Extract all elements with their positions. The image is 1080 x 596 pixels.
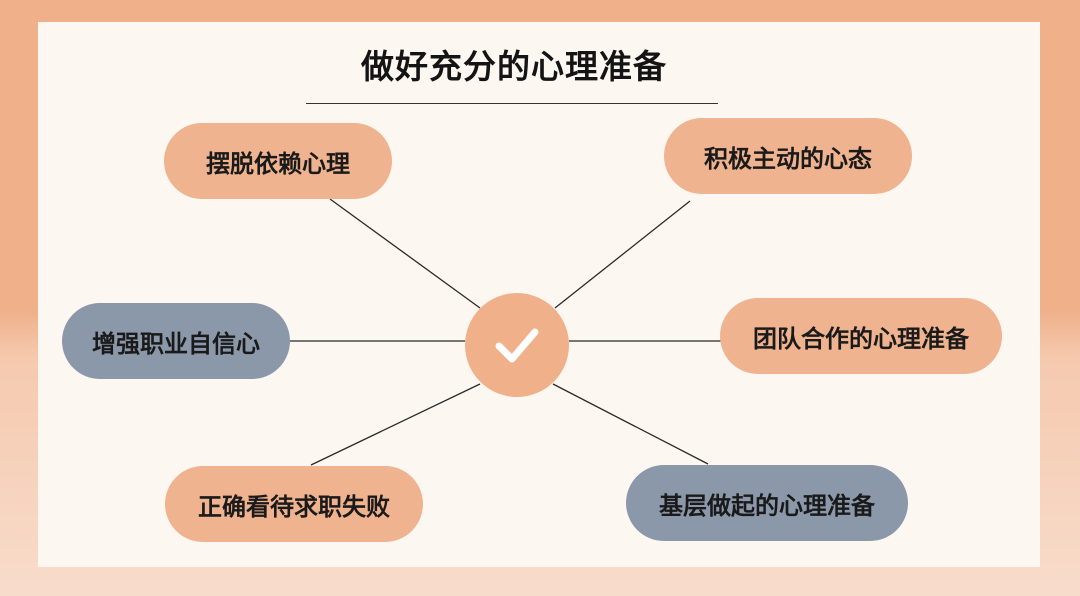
title-underline [306,103,718,104]
node-label: 积极主动的心态 [704,144,872,173]
connector-bottom-left [310,383,481,466]
node-career-confidence: 增强职业自信心 [62,303,290,379]
node-label: 团队合作的心理准备 [753,324,969,353]
node-label: 基层做起的心理准备 [659,491,875,520]
node-proactive-attitude: 积极主动的心态 [664,118,912,194]
node-start-from-grassroots: 基层做起的心理准备 [626,465,908,541]
node-label: 摆脱依赖心理 [206,149,350,178]
connector-top-left [329,198,481,309]
node-handle-job-failure: 正确看待求职失败 [165,466,423,542]
node-label: 增强职业自信心 [92,329,260,358]
checkmark-icon [495,328,539,363]
center-check-circle [465,293,569,397]
node-teamwork-readiness: 团队合作的心理准备 [720,298,1002,374]
connector-bottom-right [552,383,709,465]
node-label: 正确看待求职失败 [198,492,390,521]
node-break-dependence: 摆脱依赖心理 [164,123,392,199]
page-title: 做好充分的心理准备 [361,47,667,86]
connector-top-right [554,200,691,309]
